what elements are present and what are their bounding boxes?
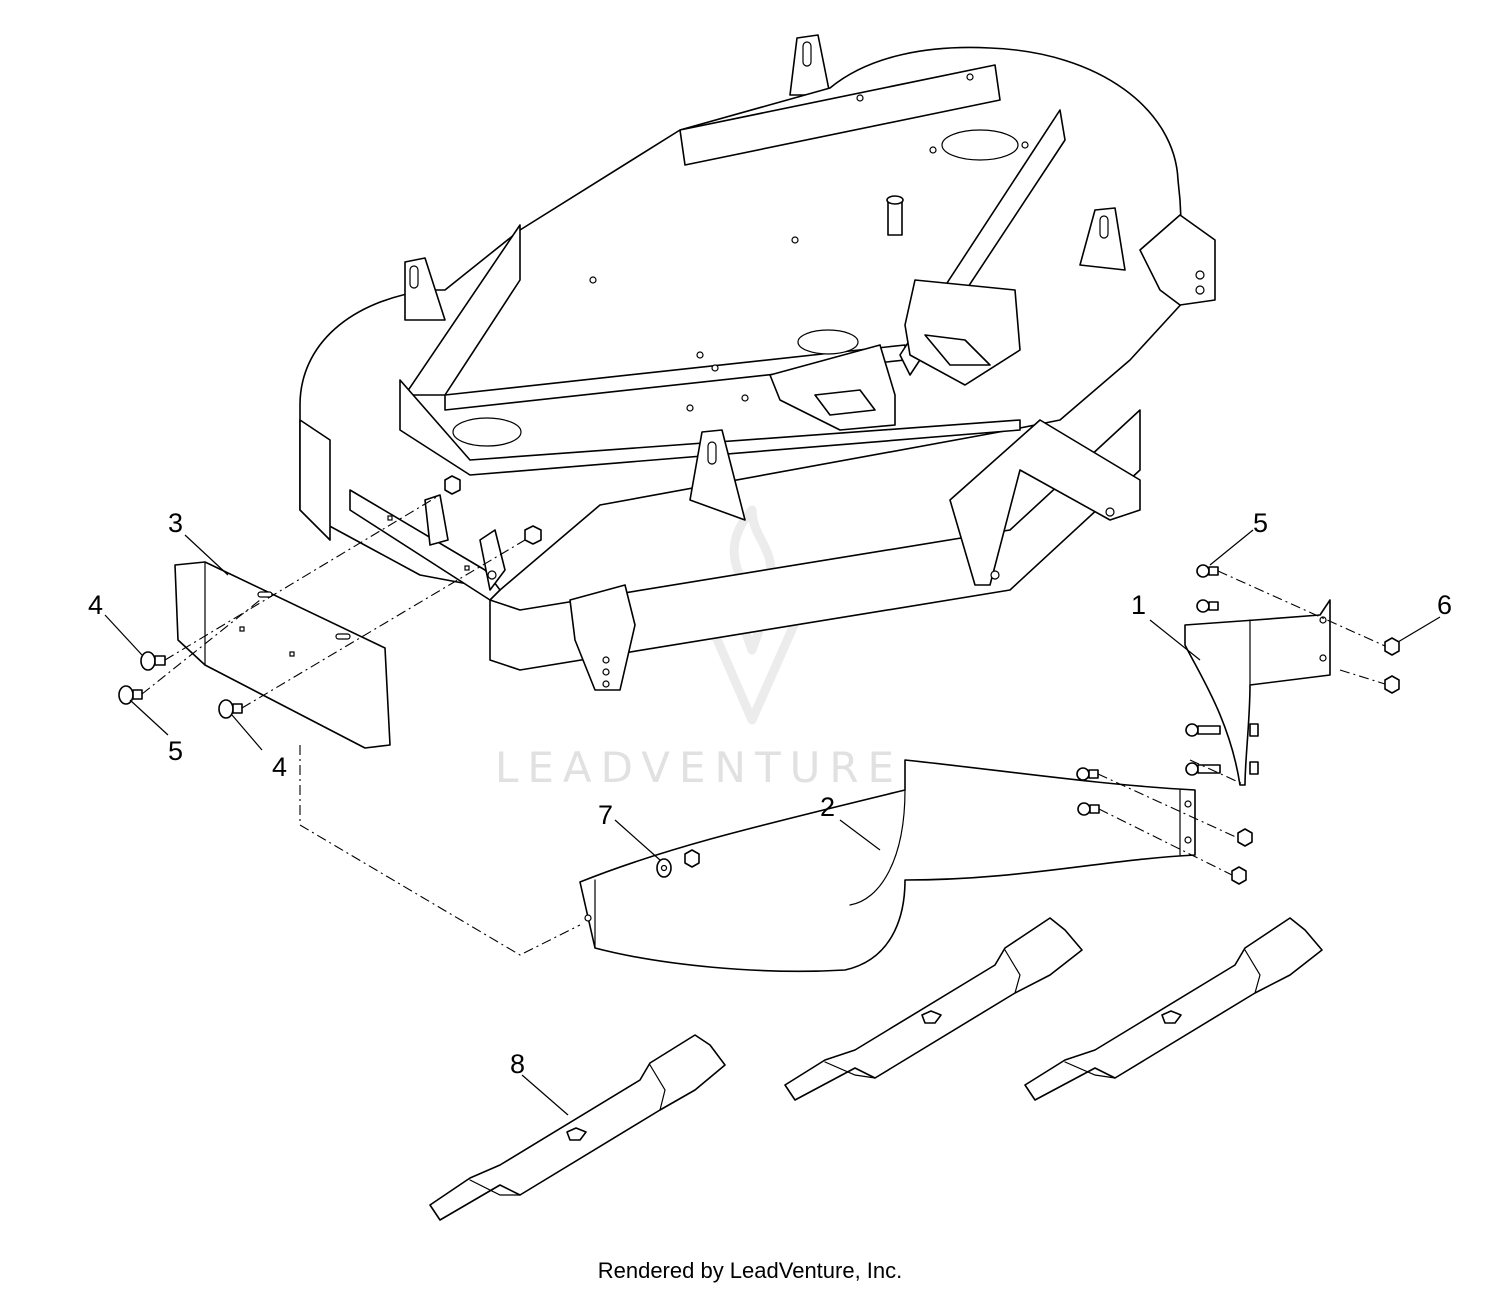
baffle-nut-upper — [1237, 828, 1253, 847]
leader-6 — [1397, 616, 1441, 643]
assembly-line-shield-3 — [241, 539, 526, 709]
mower-blade-right — [1024, 917, 1323, 1101]
callout-4b: 4 — [272, 752, 287, 782]
callout-4a: 4 — [88, 590, 103, 620]
baffle-bolt-upper — [1076, 767, 1099, 781]
assembly-line-bracket-2 — [1339, 669, 1386, 685]
assembly-line-shield-baffle — [299, 745, 581, 956]
callout-1: 1 — [1131, 590, 1146, 620]
leader-2 — [839, 819, 881, 851]
callout-6: 6 — [1437, 590, 1452, 620]
assembly-line-shield-2 — [141, 599, 261, 695]
leader-7 — [614, 819, 661, 861]
leader-5b — [129, 699, 169, 736]
baffle-nut-lower — [1231, 866, 1247, 885]
hex-nut-6b — [1384, 675, 1400, 694]
hex-nut-6a — [1384, 637, 1400, 656]
assembly-line-baffle-2 — [1098, 808, 1233, 876]
carriage-bolt-5a — [118, 685, 143, 705]
mower-blade-center — [784, 917, 1083, 1101]
baffle-bracket — [1184, 599, 1331, 786]
assembly-line-shield-1 — [164, 494, 441, 661]
bracket-bolt-5 — [1196, 564, 1219, 578]
callout-2: 2 — [820, 792, 835, 822]
washer-nut-7 — [656, 849, 700, 878]
callout-7: 7 — [598, 800, 613, 830]
leader-1 — [1149, 619, 1201, 661]
mower-deck — [299, 34, 1216, 691]
baffle-bolt-lower — [1077, 802, 1100, 816]
deck-baffle — [579, 759, 1196, 973]
render-credit: Rendered by LeadVenture, Inc. — [597, 1258, 903, 1283]
callout-5b: 5 — [168, 736, 183, 766]
watermark-text: LEADVENTURE — [495, 743, 903, 792]
callout-5a: 5 — [1253, 508, 1268, 538]
assembly-line-baffle-1 — [1097, 773, 1239, 839]
bracket-bolt-lower-2 — [1185, 761, 1259, 776]
leader-5a — [1209, 529, 1254, 566]
callout-8: 8 — [510, 1049, 525, 1079]
leader-4a — [104, 614, 143, 656]
bracket-bolt-upper — [1196, 599, 1219, 613]
carriage-bolt-4b — [218, 699, 243, 719]
discharge-shield-plate — [174, 561, 391, 749]
callout-3: 3 — [168, 508, 183, 538]
leader-8 — [521, 1074, 569, 1116]
carriage-bolt-4a — [140, 651, 166, 671]
bracket-bolt-lower-1 — [1185, 723, 1259, 737]
leader-4b — [231, 714, 263, 751]
mower-blade-left — [429, 1034, 726, 1221]
leader-3 — [184, 534, 229, 576]
